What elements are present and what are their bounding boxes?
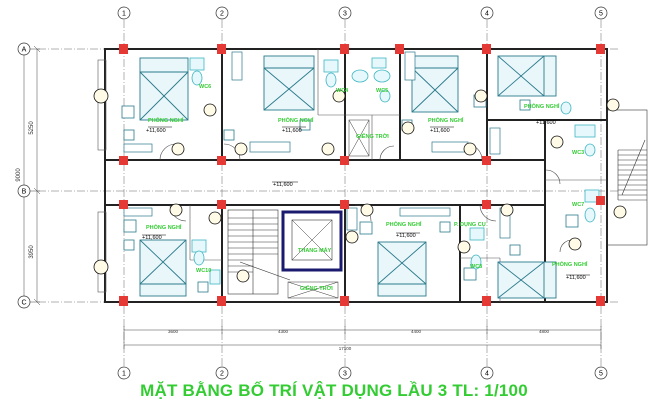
room-label: WC8 (470, 264, 482, 270)
room-label: P. DỤNG CỤ (454, 222, 486, 228)
elevator-shaft (281, 210, 343, 272)
beds (139, 55, 557, 299)
dim-bottom-4: 4800 (539, 329, 550, 334)
elevation-label: +11,600 (273, 182, 293, 188)
wardrobes (123, 51, 511, 239)
grid-label-a: A (22, 47, 27, 54)
elevation-label: +11,600 (430, 128, 450, 134)
elevation-label: +11,600 (536, 120, 556, 126)
room-label: WC6 (199, 84, 211, 90)
floor-plan: 5250 9000 3950 3600 4300 4400 4800 17100… (16, 6, 648, 380)
room-label: PHÒNG NGHỈ (428, 116, 464, 124)
grid-label-1-top: 1 (122, 11, 126, 18)
room-label: WC4 (336, 88, 349, 94)
room-label: THANG MÁY (298, 247, 332, 254)
dim-bottom-2: 4300 (278, 329, 289, 334)
grid-label-5-bottom: 5 (599, 371, 603, 378)
light-fixtures (93, 88, 627, 283)
dim-bottom-total: 17100 (339, 346, 352, 351)
room-label: PHÒNG NGHỈ (524, 102, 560, 110)
dim-left-bottom: 3950 (29, 245, 35, 259)
room-labels: PHÒNG NGHỈ PHÒNG NGHỈ PHÒNG NGHỈ PHÒNG N… (146, 84, 588, 292)
grid-label-2-top: 2 (220, 11, 224, 18)
room-label: WC10 (196, 268, 211, 274)
room-label: PHÒNG NGHỈ (386, 220, 422, 228)
room-label: GIẾNG TRỜI (356, 132, 389, 140)
elevation-label: +11,600 (396, 233, 416, 239)
room-label: WC3 (572, 150, 584, 156)
grid-bubbles (17, 6, 608, 380)
grid-label-2-bottom: 2 (220, 371, 224, 378)
elevation-label: +11,600 (566, 275, 586, 281)
room-label: PHÒNG NGHỈ (146, 223, 182, 231)
grid-label-b: B (22, 189, 27, 196)
grid-label-c: C (21, 300, 26, 307)
bottom-dimensions (123, 326, 602, 349)
dim-left-total: 9000 (16, 168, 22, 182)
exterior-stair (606, 109, 648, 246)
room-label: GIẾNG TRỜI (300, 284, 333, 292)
left-dimensions (21, 45, 41, 306)
dim-bottom-1: 3600 (168, 329, 179, 334)
elevation-markers (142, 119, 590, 276)
columns (119, 44, 605, 306)
grid-label-3-bottom: 3 (343, 371, 347, 378)
room-label: PHÒNG NGHỈ (148, 116, 184, 124)
room-label: WC5 (376, 88, 388, 94)
grid-label-5-top: 5 (599, 11, 603, 18)
dim-bottom-3: 4400 (411, 329, 422, 334)
elevation-label: +11,600 (282, 128, 302, 134)
room-label: WC7 (572, 202, 584, 208)
wc-fixtures (189, 57, 600, 285)
room-label: PHÒNG NGHỈ (278, 116, 314, 124)
elevation-label: +11,600 (142, 235, 162, 241)
grid-label-1-bottom: 1 (122, 371, 126, 378)
dim-left-top: 5250 (29, 121, 35, 135)
interior-stair (227, 209, 291, 295)
room-label: PHÒNG NGHỈ (552, 260, 588, 268)
drawing-title: MẶT BẰNG BỐ TRÍ VẬT DỤNG LẦU 3 TL: 1/100 (140, 381, 528, 400)
grid-label-4-top: 4 (485, 11, 489, 18)
elevation-label: +11,600 (146, 128, 166, 134)
skylight-voids (287, 119, 370, 299)
grid-label-4-bottom: 4 (485, 371, 489, 378)
grid-label-3-top: 3 (343, 11, 347, 18)
